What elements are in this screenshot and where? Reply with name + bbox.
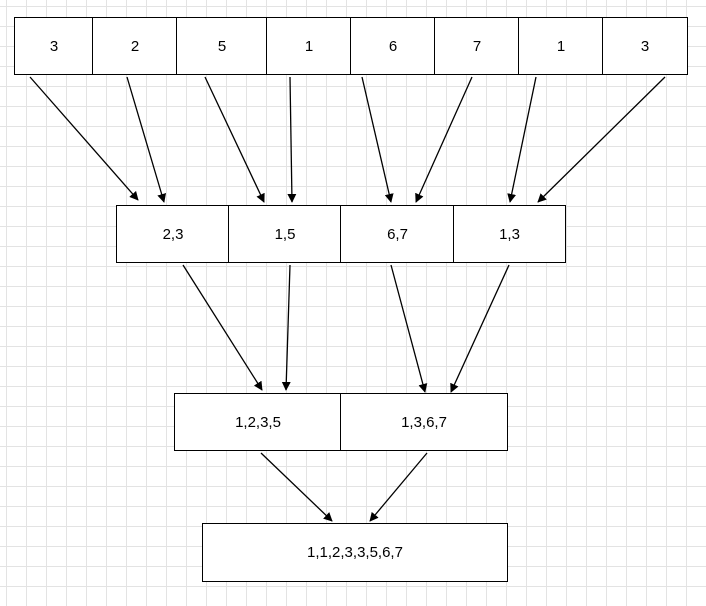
arrow-1-to-pair2 [287,76,297,203]
input-cell-7: 3 [602,17,688,75]
arrow-quad1-to-result [260,452,333,522]
arrow-6-to-pair3 [361,76,394,203]
arrow-1b-to-pair4 [507,76,537,203]
arrow-quad2-to-result [369,452,428,522]
arrow-pair2-to-quad1 [281,264,291,391]
pair-cell-0: 2,3 [116,205,230,263]
result-cell: 1,1,2,3,3,5,6,7 [202,523,508,582]
input-cell-6: 1 [518,17,604,75]
input-cell-0: 3 [14,17,94,75]
arrow-3b-to-pair4 [537,76,666,203]
arrow-pair4-to-quad2 [450,264,510,393]
input-cell-5: 7 [434,17,520,75]
arrow-5-to-pair2 [204,76,265,203]
pair-cell-1: 1,5 [228,205,342,263]
pair-cell-3: 1,3 [453,205,566,263]
input-cell-4: 6 [350,17,436,75]
arrow-pair1-to-quad1 [182,264,263,391]
input-cell-2: 5 [176,17,268,75]
input-cell-3: 1 [266,17,352,75]
input-cell-1: 2 [92,17,178,75]
arrow-pair3-to-quad2 [390,264,428,393]
pair-cell-2: 6,7 [340,205,455,263]
arrow-2-to-pair1 [126,76,167,203]
quad-cell-0: 1,2,3,5 [174,393,342,451]
quad-cell-1: 1,3,6,7 [340,393,508,451]
arrow-7-to-pair3 [415,76,473,203]
arrow-3-to-pair1 [29,76,139,201]
